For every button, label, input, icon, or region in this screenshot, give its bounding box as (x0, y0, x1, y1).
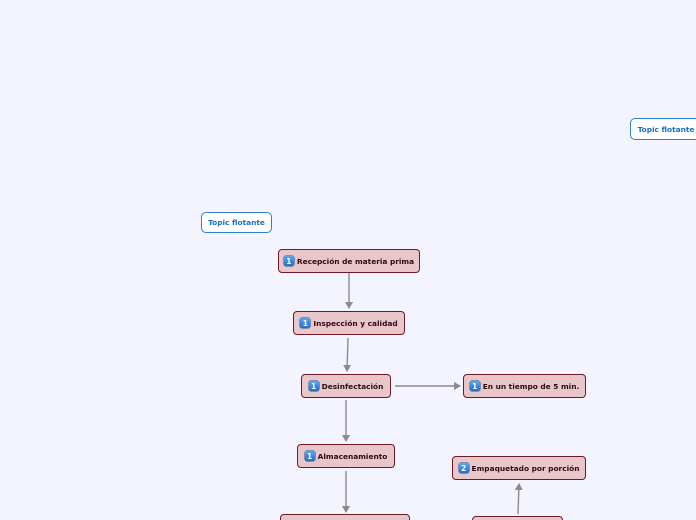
node-label: Empaquetado por porción (471, 463, 580, 473)
floating-topic-label: Topic flotante (208, 218, 265, 227)
priority-badge-icon: 1 (300, 318, 311, 328)
node-label: En un tiempo de 5 min. (482, 381, 580, 391)
node-label: Inspección y calidad (313, 318, 398, 328)
priority-badge-icon: 1 (308, 381, 319, 391)
connector-inspeccion-desinfectacion (343, 337, 352, 372)
priority-badge-icon: 2 (458, 463, 469, 473)
floating-topic[interactable]: Topic flotante (201, 212, 272, 233)
node-label: Desinfectación (321, 381, 384, 391)
priority-badge-icon: 1 (304, 451, 315, 461)
node-empaquetado-porcion[interactable]: 2 Empaquetado por porción (452, 456, 586, 480)
node-tiempo-5-min[interactable]: 1 En un tiempo de 5 min. (463, 374, 586, 398)
priority-badge-icon: 1 (469, 381, 480, 391)
node-almacenamiento[interactable]: 1 Almacenamiento (297, 444, 395, 468)
floating-topic-label: Topic flotante (637, 124, 695, 134)
node-label: Recepción de materia prima (296, 256, 415, 266)
node-label: Almacenamiento (317, 451, 388, 461)
node-cut-off[interactable] (472, 516, 563, 520)
connector-to-empaquetado (514, 483, 523, 515)
priority-badge-icon: 1 (283, 256, 294, 266)
floating-topic[interactable]: Topic flotante (630, 118, 696, 140)
node-desinfectacion[interactable]: 1 Desinfectación (301, 374, 391, 398)
node-cut-off[interactable] (280, 514, 410, 520)
node-inspeccion-calidad[interactable]: 1 Inspección y calidad (293, 311, 405, 335)
node-recepcion-materia-prima[interactable]: 1 Recepción de materia prima (278, 249, 420, 273)
